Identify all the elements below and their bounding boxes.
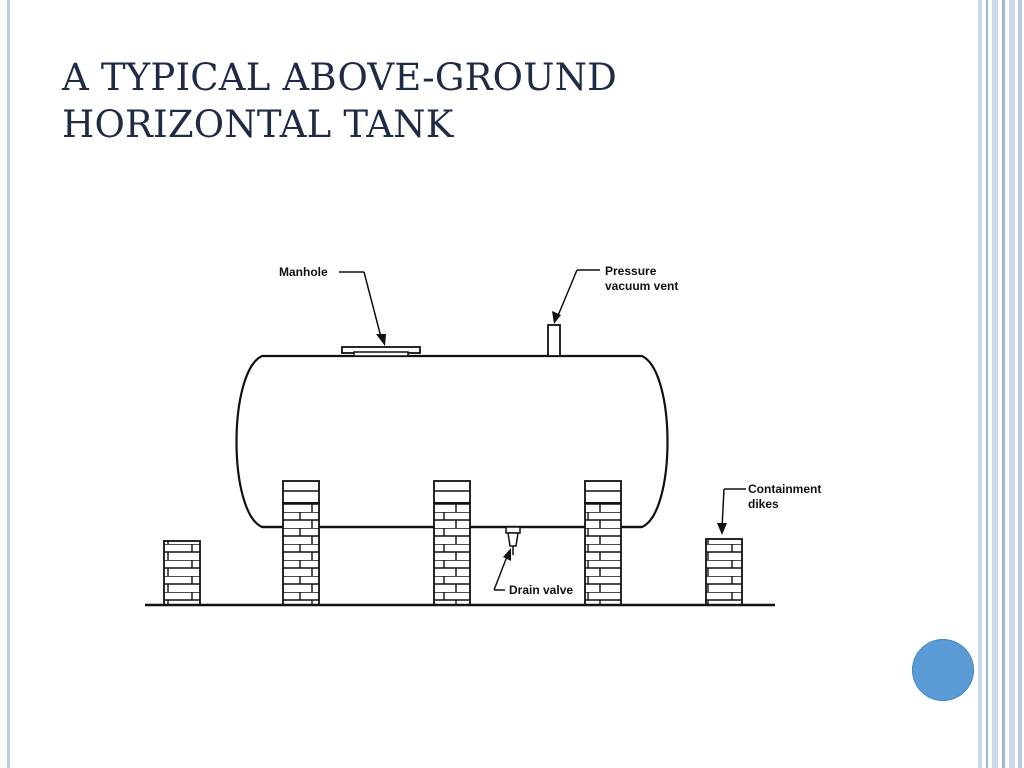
containment-dike-right bbox=[705, 538, 743, 606]
support-pier-left bbox=[282, 480, 320, 606]
title-line-1: A TYPICAL ABOVE-GROUND bbox=[62, 56, 618, 99]
containment-arrowhead bbox=[717, 523, 727, 535]
manhole-neck bbox=[353, 351, 409, 357]
containment-dike-left bbox=[163, 540, 201, 606]
page-title: A TYPICAL ABOVE-GROUND HORIZONTAL TANK bbox=[62, 54, 942, 148]
label-manhole: Manhole bbox=[279, 265, 328, 279]
title-line-2: HORIZONTAL TANK bbox=[62, 103, 454, 146]
left-border-line bbox=[7, 0, 10, 768]
next-slide-button[interactable] bbox=[912, 639, 974, 701]
label-containment-line2: dikes bbox=[748, 497, 779, 511]
label-pressure-line1: Pressure bbox=[605, 264, 657, 278]
label-pressure-line2: vacuum vent bbox=[605, 279, 678, 293]
containment-leader bbox=[721, 488, 746, 529]
vent-pipe bbox=[547, 324, 561, 357]
manhole-leader bbox=[339, 271, 383, 342]
vent-arrowhead bbox=[552, 311, 561, 324]
support-pier-right bbox=[584, 480, 622, 606]
right-border-stripes bbox=[976, 0, 1024, 768]
manhole-arrowhead bbox=[376, 334, 386, 346]
label-containment-line1: Containment bbox=[748, 482, 821, 496]
vent-leader bbox=[556, 269, 600, 319]
support-pier-center bbox=[433, 480, 471, 606]
drain-valve bbox=[505, 526, 521, 555]
drain-leader bbox=[493, 553, 509, 591]
label-drain-valve: Drain valve bbox=[509, 583, 573, 597]
drain-arrowhead bbox=[503, 548, 511, 561]
